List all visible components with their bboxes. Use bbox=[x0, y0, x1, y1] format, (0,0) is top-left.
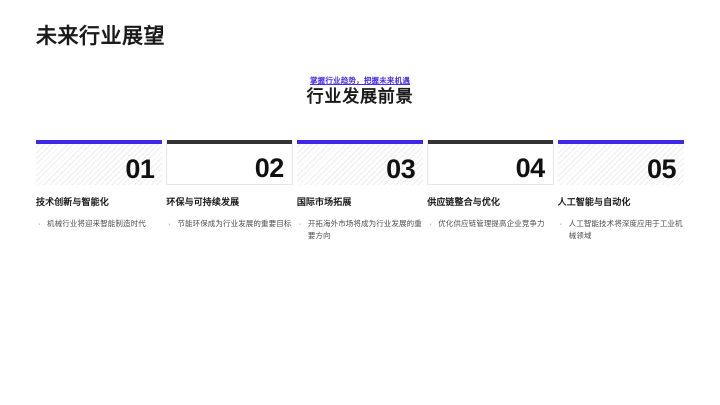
card-heading-04: 供应链整合与优化 bbox=[427, 197, 501, 207]
card-05[interactable]: 05 人工智能与自动化 · 人工智能技术将深度应用于工业机械领域 bbox=[557, 140, 685, 243]
accent-bar-04 bbox=[428, 140, 553, 144]
accent-bar-05 bbox=[557, 140, 685, 144]
bullet-text: 优化供应链管理提高企业竞争力 bbox=[438, 218, 545, 228]
number-box-05: 05 bbox=[557, 140, 685, 185]
number-box-03: 03 bbox=[296, 140, 424, 185]
list-item: · 节能环保成为行业发展的重要目标 bbox=[166, 218, 292, 230]
bullet-dot-icon: · bbox=[168, 218, 172, 228]
bullet-dot-icon: · bbox=[298, 218, 302, 228]
section-heading: 行业发展前景 bbox=[306, 87, 414, 106]
number-box-04: 04 bbox=[427, 140, 554, 185]
card-bullets-01: · 机械行业将迎来智能制造时代 bbox=[36, 218, 162, 230]
accent-bar-03 bbox=[296, 140, 424, 144]
eyebrow-link[interactable]: 掌握行业趋势，把握未来机遇 bbox=[309, 76, 411, 85]
bullet-dot-icon: · bbox=[559, 218, 563, 228]
card-04[interactable]: 04 供应链整合与优化 · 优化供应链管理提高企业竞争力 bbox=[427, 140, 554, 242]
card-number-01: 01 bbox=[125, 154, 155, 184]
page-title: 未来行业展望 bbox=[36, 25, 165, 48]
bullet-text: 节能环保成为行业发展的重要目标 bbox=[177, 218, 292, 228]
card-number-04: 04 bbox=[515, 153, 546, 183]
bullet-text: 机械行业将迎来智能制造时代 bbox=[47, 218, 146, 228]
card-number-03: 03 bbox=[386, 154, 416, 184]
card-bullets-02: · 节能环保成为行业发展的重要目标 bbox=[166, 218, 292, 230]
cards-row: 01 技术创新与智能化 · 机械行业将迎来智能制造时代 02 环保与可持续发展 ·… bbox=[36, 140, 685, 243]
card-number-02: 02 bbox=[254, 153, 285, 183]
list-item: · 开拓海外市场将成为行业发展的重要方向 bbox=[297, 218, 423, 243]
bullet-text: 开拓海外市场将成为行业发展的重要方向 bbox=[307, 218, 422, 241]
card-bullets-05: · 人工智能技术将深度应用于工业机械领域 bbox=[558, 218, 684, 243]
bullet-dot-icon: · bbox=[38, 218, 41, 228]
number-box-01: 01 bbox=[36, 140, 163, 185]
list-item: · 机械行业将迎来智能制造时代 bbox=[36, 218, 162, 230]
bullet-dot-icon: · bbox=[429, 218, 432, 228]
card-heading-05: 人工智能与自动化 bbox=[557, 197, 631, 207]
card-heading-03: 国际市场拓展 bbox=[296, 197, 352, 207]
eyebrow-container: 掌握行业趋势，把握未来机遇 bbox=[0, 70, 720, 88]
list-item: · 优化供应链管理提高企业竞争力 bbox=[427, 218, 553, 230]
accent-bar-01 bbox=[36, 140, 163, 144]
list-item: · 人工智能技术将深度应用于工业机械领域 bbox=[558, 218, 684, 243]
accent-bar-02 bbox=[167, 140, 292, 144]
card-heading-02: 环保与可持续发展 bbox=[166, 197, 240, 207]
card-03[interactable]: 03 国际市场拓展 · 开拓海外市场将成为行业发展的重要方向 bbox=[296, 140, 424, 243]
card-bullets-04: · 优化供应链管理提高企业竞争力 bbox=[427, 218, 553, 230]
card-01[interactable]: 01 技术创新与智能化 · 机械行业将迎来智能制造时代 bbox=[36, 140, 163, 242]
number-box-02: 02 bbox=[166, 140, 293, 185]
card-number-05: 05 bbox=[646, 154, 677, 184]
card-heading-01: 技术创新与智能化 bbox=[36, 197, 109, 207]
card-bullets-03: · 开拓海外市场将成为行业发展的重要方向 bbox=[297, 218, 423, 243]
card-02[interactable]: 02 环保与可持续发展 · 节能环保成为行业发展的重要目标 bbox=[166, 140, 293, 242]
bullet-text: 人工智能技术将深度应用于工业机械领域 bbox=[568, 218, 683, 241]
